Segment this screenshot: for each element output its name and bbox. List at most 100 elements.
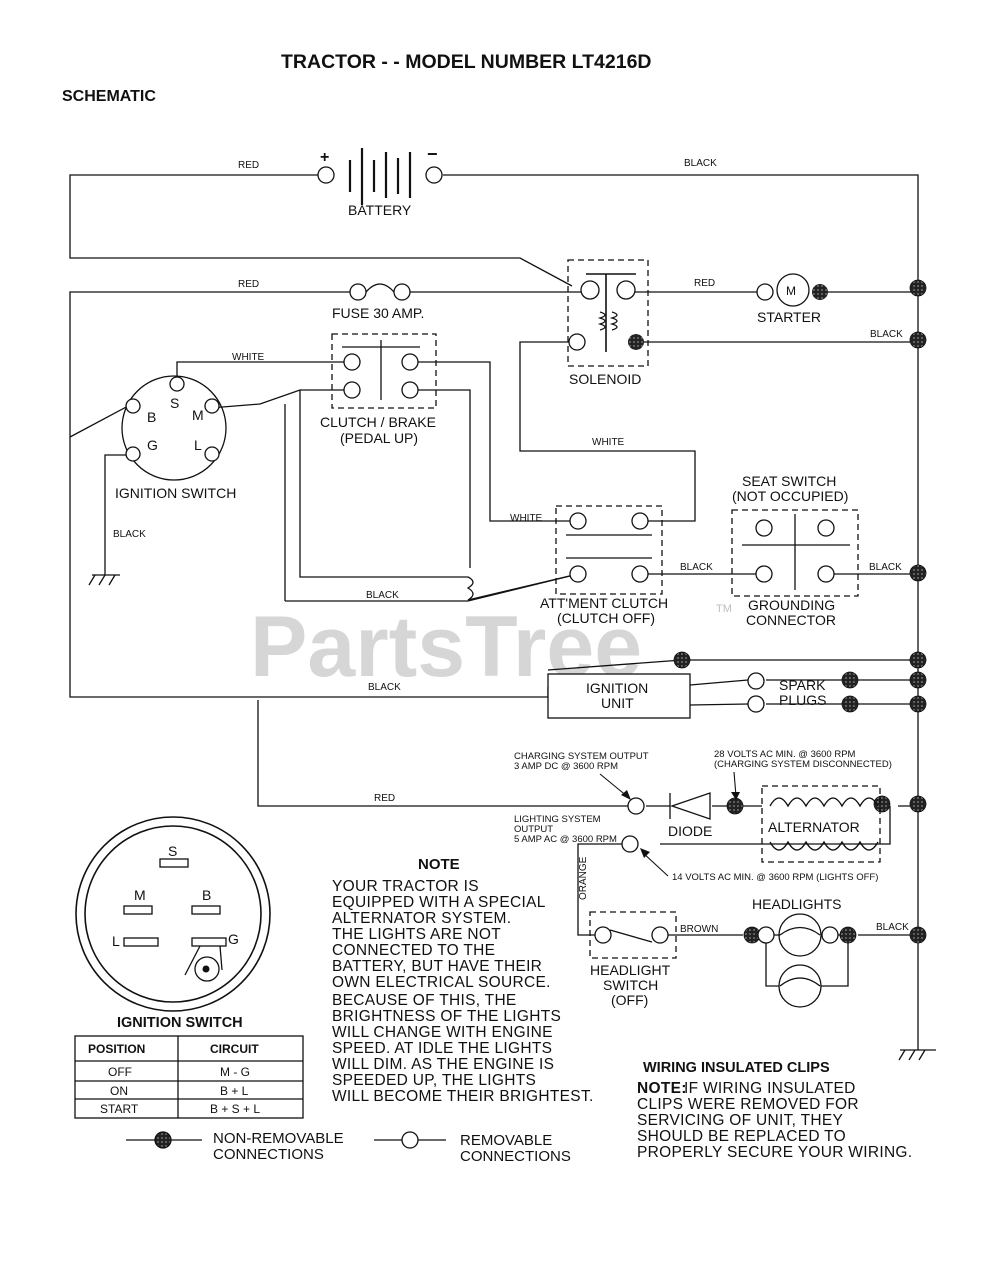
ignition-terminal-s: S <box>170 395 179 411</box>
watermark-tm: TM <box>716 603 732 615</box>
detail-terminal-g: G <box>228 931 239 947</box>
battery-plus: + <box>320 149 329 166</box>
legend-removable: REMOVABLE <box>460 1132 552 1149</box>
clutch-brake-sublabel: (PEDAL UP) <box>340 430 418 446</box>
legend-removable-sub: CONNECTIONS <box>460 1148 571 1165</box>
volts-14-label: 14 VOLTS AC MIN. @ 3600 RPM (LIGHTS OFF) <box>672 872 878 883</box>
seat-switch-label: SEAT SWITCH <box>742 473 836 489</box>
ignition-terminal-b: B <box>147 409 156 425</box>
seat-switch-sublabel: (NOT OCCUPIED) <box>732 488 848 504</box>
clips-heading: WIRING INSULATED CLIPS <box>643 1060 830 1076</box>
detail-terminal-s: S <box>168 843 177 859</box>
wire-label-black: BLACK <box>684 158 717 169</box>
headlight-switch-label: HEADLIGHT <box>590 962 671 978</box>
clips-line: PROPERLY SECURE YOUR WIRING. <box>637 1144 912 1161</box>
seat-switch <box>731 509 859 597</box>
note-line: BECAUSE OF THIS, THE <box>332 992 517 1009</box>
ignition-switch-label: IGNITION SWITCH <box>115 485 236 501</box>
wire-label-orange: ORANGE <box>578 856 589 900</box>
non-removable-connection <box>628 334 644 350</box>
ignition-unit-label: IGNITION <box>586 680 648 696</box>
note-line: WILL CHANGE WITH ENGINE <box>332 1024 553 1041</box>
ignition-terminal-m: M <box>192 407 204 423</box>
table-cell: OFF <box>108 1065 132 1079</box>
volts-28-label: 28 VOLTS AC MIN. @ 3600 RPM <box>714 749 856 760</box>
wire-label-black: BLACK <box>680 562 713 573</box>
note-line: BATTERY, BUT HAVE THEIR <box>332 958 542 975</box>
table-cell: B + L <box>220 1084 249 1098</box>
ignition-unit-box <box>547 673 691 719</box>
wire-label-black: BLACK <box>876 922 909 933</box>
headlight-switch-state: (OFF) <box>611 992 648 1008</box>
page-subtitle: SCHEMATIC <box>62 88 156 105</box>
clips-note-label: NOTE: <box>637 1080 687 1097</box>
note-heading: NOTE <box>418 856 460 873</box>
note-body: YOUR TRACTOR IS EQUIPPED WITH A SPECIAL … <box>332 878 594 1105</box>
headlight-switch-sublabel: SWITCH <box>603 977 658 993</box>
attachment-clutch-switch <box>555 505 663 595</box>
battery-label: BATTERY <box>348 202 412 218</box>
lighting-output-terminal <box>621 835 639 853</box>
non-removable-connections <box>673 279 927 944</box>
spark-plugs-sublabel: PLUGS <box>779 692 826 708</box>
note-line: WILL BECOME THEIR BRIGHTEST. <box>332 1088 594 1105</box>
wire-label-white: WHITE <box>592 437 625 448</box>
solenoid-label: SOLENOID <box>569 371 641 387</box>
lighting-output-label: LIGHTING SYSTEM <box>514 814 601 825</box>
grounding-connector-label: GROUNDING <box>748 597 835 613</box>
note-line: ALTERNATOR SYSTEM. <box>332 910 511 927</box>
alternator-label: ALTERNATOR <box>768 819 860 835</box>
wire-label-white: WHITE <box>232 352 265 363</box>
detail-terminal-l: L <box>112 933 120 949</box>
attachment-clutch-label: ATT'MENT CLUTCH <box>540 595 668 611</box>
ignition-switch-detail-title: IGNITION SWITCH <box>117 1015 243 1031</box>
non-removable-connection <box>812 284 828 300</box>
diode-label: DIODE <box>668 823 712 839</box>
ignition-terminal-l: L <box>194 437 202 453</box>
ignition-terminal-g: G <box>147 437 158 453</box>
wire-label-red: RED <box>694 278 715 289</box>
note-line: SPEEDED UP, THE LIGHTS <box>332 1072 536 1089</box>
ignition-switch-detail <box>75 816 271 1012</box>
headlight-switch <box>589 911 677 959</box>
starter-label: STARTER <box>757 309 821 325</box>
alternator <box>761 785 881 863</box>
volts-28-arrowhead <box>731 792 740 800</box>
wire-label-black: BLACK <box>113 529 146 540</box>
fuse-label: FUSE 30 AMP. <box>332 305 424 321</box>
note-line: WILL DIM. AS THE ENGINE IS <box>332 1056 554 1073</box>
volts-14-arrow <box>641 851 669 877</box>
wire-label-red: RED <box>238 279 259 290</box>
clips-line: IF WIRING INSULATED <box>684 1080 856 1097</box>
headlights-label: HEADLIGHTS <box>752 896 841 912</box>
wires <box>69 174 936 1061</box>
charging-output-value: 3 AMP DC @ 3600 RPM <box>514 761 618 772</box>
wire-label-black: BLACK <box>869 562 902 573</box>
clutch-brake-label: CLUTCH / BRAKE <box>320 414 436 430</box>
fuse <box>349 283 411 301</box>
lighting-output-value: 5 AMP AC @ 3600 RPM <box>514 834 617 845</box>
table-cell: START <box>100 1102 139 1116</box>
charging-output-label: CHARGING SYSTEM OUTPUT <box>514 751 649 762</box>
page-title: TRACTOR - - MODEL NUMBER LT4216D <box>281 51 652 73</box>
legend-non-removable: NON-REMOVABLE <box>213 1130 344 1147</box>
ignition-unit-sublabel: UNIT <box>601 695 634 711</box>
ignition-switch <box>121 375 227 481</box>
charging-output-arrowhead <box>621 790 631 800</box>
clutch-brake-switch <box>331 333 437 409</box>
table-header-position: POSITION <box>88 1042 145 1056</box>
note-line: EQUIPPED WITH A SPECIAL <box>332 894 546 911</box>
note-line: YOUR TRACTOR IS <box>332 878 479 895</box>
table-cell: ON <box>110 1084 128 1098</box>
wire-label-red: RED <box>238 160 259 171</box>
battery <box>317 148 443 205</box>
wire-label-white: WHITE <box>510 513 543 524</box>
clips-line: SHOULD BE REPLACED TO <box>637 1128 846 1145</box>
wire-label-black: BLACK <box>368 682 401 693</box>
headlights <box>757 913 849 1008</box>
detail-terminal-b: B <box>202 887 211 903</box>
table-cell: M - G <box>220 1065 250 1079</box>
legend-non-removable-sub: CONNECTIONS <box>213 1146 324 1163</box>
